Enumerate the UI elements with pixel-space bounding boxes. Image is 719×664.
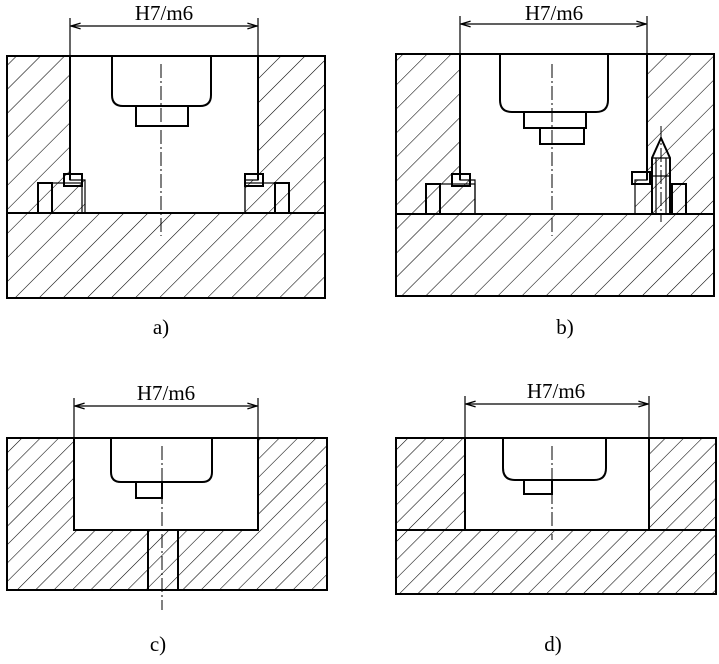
retainer-right-b bbox=[671, 183, 687, 215]
cavity-d bbox=[502, 437, 607, 481]
cavity-a bbox=[111, 55, 212, 107]
caption-c: c) bbox=[150, 632, 166, 656]
figure-c: H7/m6 c) bbox=[6, 381, 328, 656]
figure-b: H7/m6 b) bbox=[395, 1, 715, 339]
ejector-hole-c bbox=[147, 529, 179, 591]
caption-d: d) bbox=[544, 632, 562, 656]
fit-label-c: H7/m6 bbox=[137, 381, 195, 405]
cavity-b bbox=[499, 53, 609, 113]
base-a bbox=[7, 213, 325, 298]
caption-b: b) bbox=[556, 315, 574, 339]
fit-label-d: H7/m6 bbox=[527, 379, 585, 403]
base-b bbox=[396, 214, 714, 296]
locating-pin-b bbox=[651, 135, 671, 215]
figure-a: H7/m6 a) bbox=[6, 1, 326, 339]
fit-label-b: H7/m6 bbox=[525, 1, 583, 25]
cavity-c bbox=[110, 437, 213, 483]
figure-d: H7/m6 d) bbox=[395, 379, 717, 656]
caption-a: a) bbox=[153, 315, 169, 339]
fit-label-a: H7/m6 bbox=[135, 1, 193, 25]
